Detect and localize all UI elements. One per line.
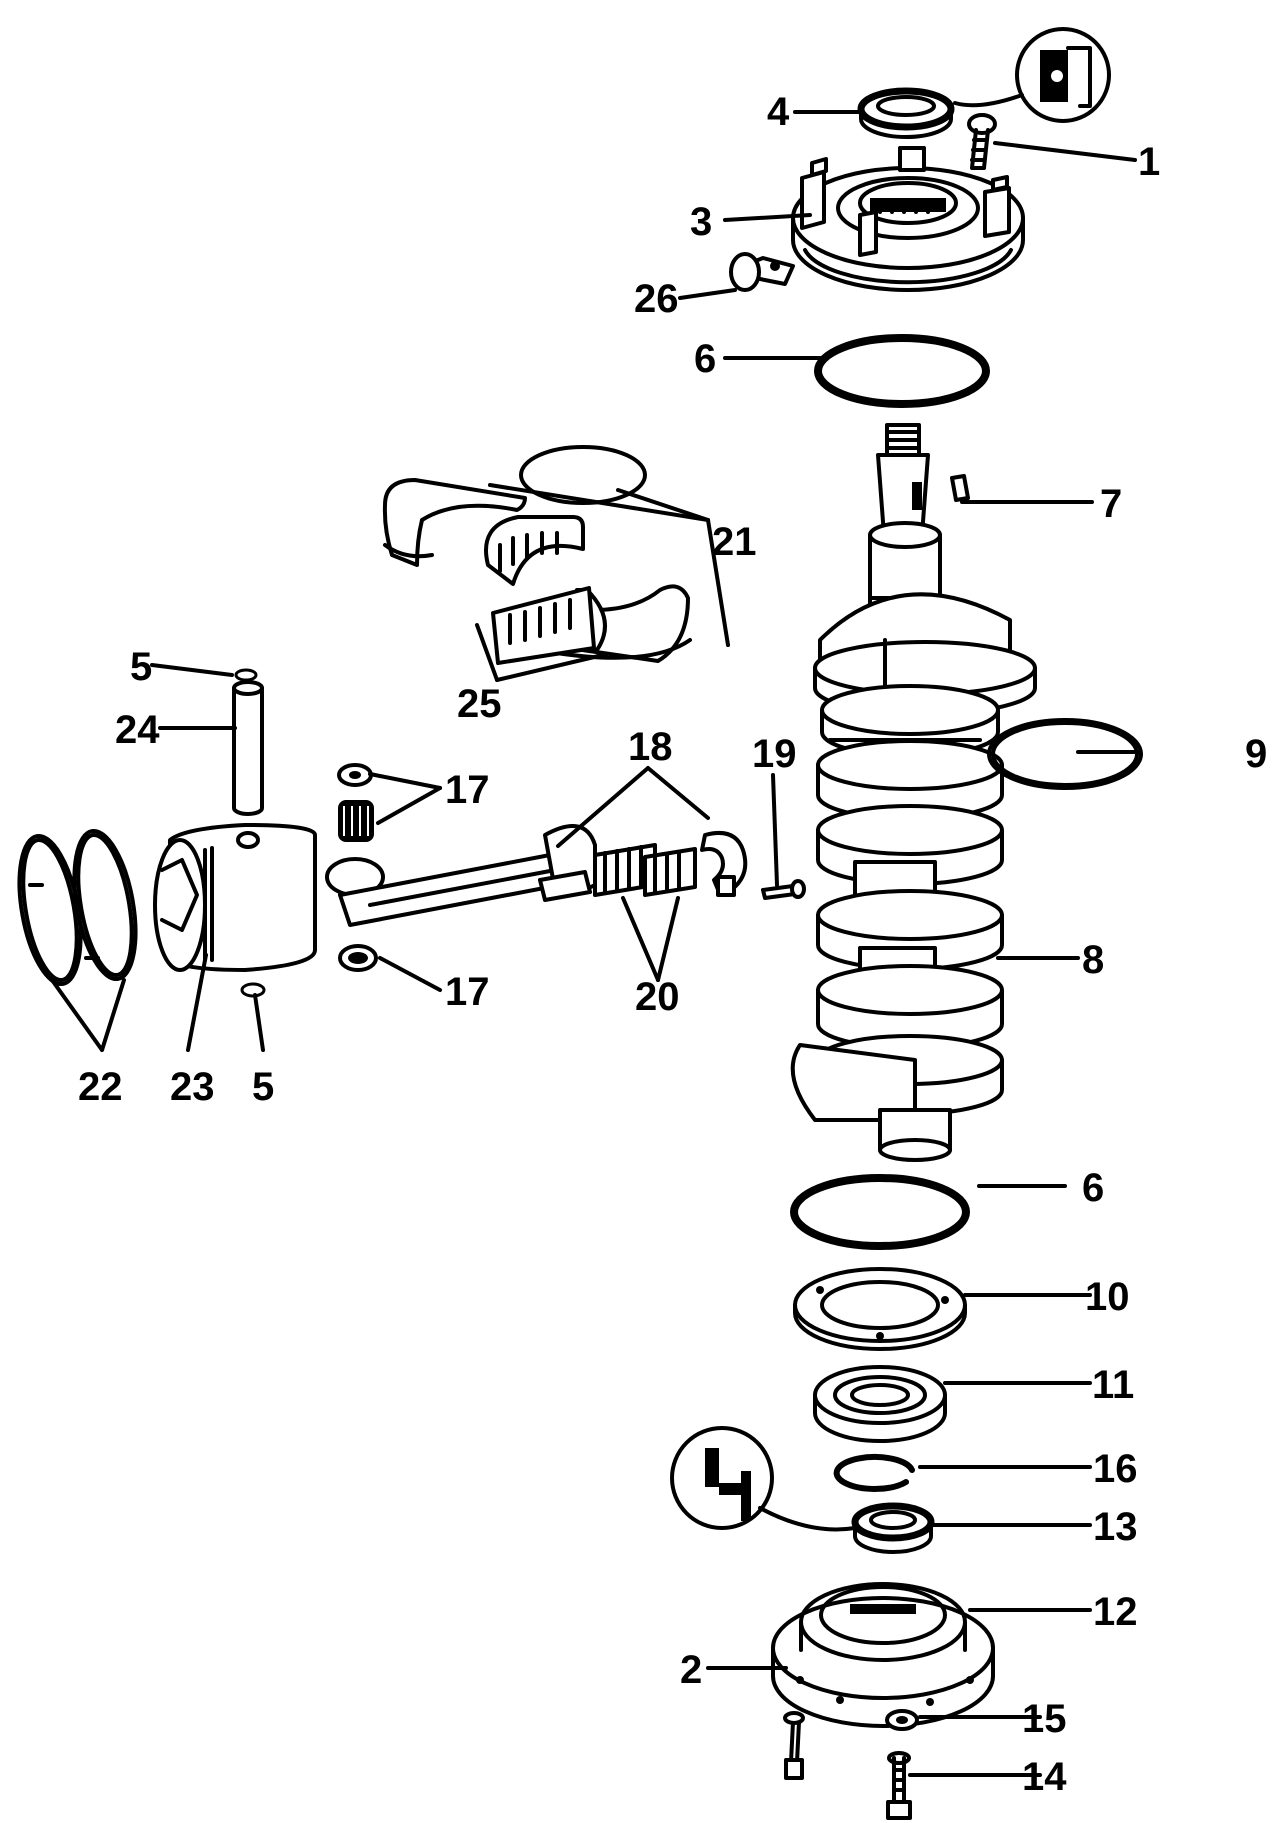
callout-5-upper: 5	[130, 645, 152, 689]
piston-pin-clip-lower	[240, 982, 266, 998]
lower-housing-screw	[783, 1711, 805, 1780]
callout-18: 18	[628, 725, 673, 769]
callout-24: 24	[115, 708, 160, 752]
crankshaft-key	[950, 474, 970, 502]
piston-pin	[232, 680, 264, 816]
callout-22: 22	[78, 1065, 123, 1109]
lower-ball-bearing	[813, 1365, 947, 1443]
callout-21: 21	[712, 520, 757, 564]
rod-cap-screw	[761, 879, 806, 900]
callout-4: 4	[767, 90, 790, 134]
callout-8: 8	[1082, 938, 1104, 982]
callout-23: 23	[170, 1065, 215, 1109]
upper-bearing-housing	[791, 146, 1025, 292]
connecting-rod-cap	[700, 830, 748, 897]
callout-5-lower: 5	[252, 1065, 274, 1109]
callout-19: 19	[752, 732, 797, 776]
rod-needle-bearing-cage	[593, 843, 697, 897]
callout-labels: 1 2 3 4 5 5 6 6 7 8 9 10 11 12 13 14 15 …	[78, 90, 1267, 1799]
leader-lines	[50, 110, 1140, 1777]
connecting-rod	[325, 824, 597, 927]
callout-2: 2	[680, 1648, 702, 1692]
callout-17-lower: 17	[445, 970, 490, 1014]
callout-10: 10	[1085, 1275, 1130, 1319]
upper-o-ring	[814, 334, 990, 408]
callout-16: 16	[1093, 1447, 1138, 1491]
callout-13: 13	[1093, 1505, 1138, 1549]
callout-1: 1	[1138, 140, 1160, 184]
crankshaft	[790, 423, 1037, 1162]
callout-3: 3	[690, 200, 712, 244]
lower-oil-seal	[851, 1502, 935, 1554]
callout-11: 11	[1092, 1363, 1134, 1407]
callout-7: 7	[1100, 482, 1122, 526]
piston-rings	[17, 828, 138, 987]
upper-housing-screw	[967, 113, 997, 170]
wrist-pin-bearing-and-washers	[337, 763, 378, 972]
seal-detail-circle-top	[953, 27, 1111, 123]
lower-bearing-housing	[771, 1582, 995, 1728]
callout-14: 14	[1022, 1755, 1067, 1799]
callout-25: 25	[457, 682, 502, 726]
hose-clip	[729, 252, 795, 292]
upper-oil-seal	[857, 87, 955, 139]
callout-9: 9	[1245, 732, 1267, 776]
callout-20: 20	[635, 975, 680, 1019]
piston-pin-clip-upper	[234, 668, 258, 682]
seal-detail-circle-bottom	[670, 1426, 857, 1532]
piston	[153, 823, 317, 972]
callout-12: 12	[1093, 1590, 1138, 1634]
callout-6-upper: 6	[694, 337, 716, 381]
main-bearing-needle-cages	[484, 515, 607, 665]
lower-o-ring	[790, 1174, 970, 1250]
callout-26: 26	[634, 277, 679, 321]
lower-bearing-plate	[793, 1267, 967, 1351]
callout-15: 15	[1022, 1697, 1067, 1741]
callout-6-lower: 6	[1082, 1166, 1104, 1210]
hex-nut	[885, 1709, 919, 1731]
lower-bolt	[886, 1751, 912, 1820]
bearing-retaining-ring	[833, 1453, 915, 1492]
callout-17-upper: 17	[445, 768, 490, 812]
